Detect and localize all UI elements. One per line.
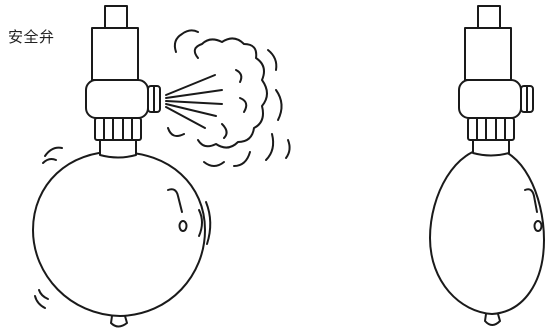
- left-figure: [32, 5, 291, 328]
- safety-valve-label: 安全弁: [8, 28, 55, 46]
- round-balloon: [32, 150, 206, 328]
- steam-jets: [165, 74, 223, 129]
- safety-valve-right: [458, 5, 534, 157]
- wiggle-lines: [34, 146, 212, 309]
- safety-valve-left: [85, 5, 161, 159]
- steam-cloud: [167, 29, 291, 167]
- oval-balloon: [429, 147, 545, 326]
- right-figure: [429, 5, 545, 326]
